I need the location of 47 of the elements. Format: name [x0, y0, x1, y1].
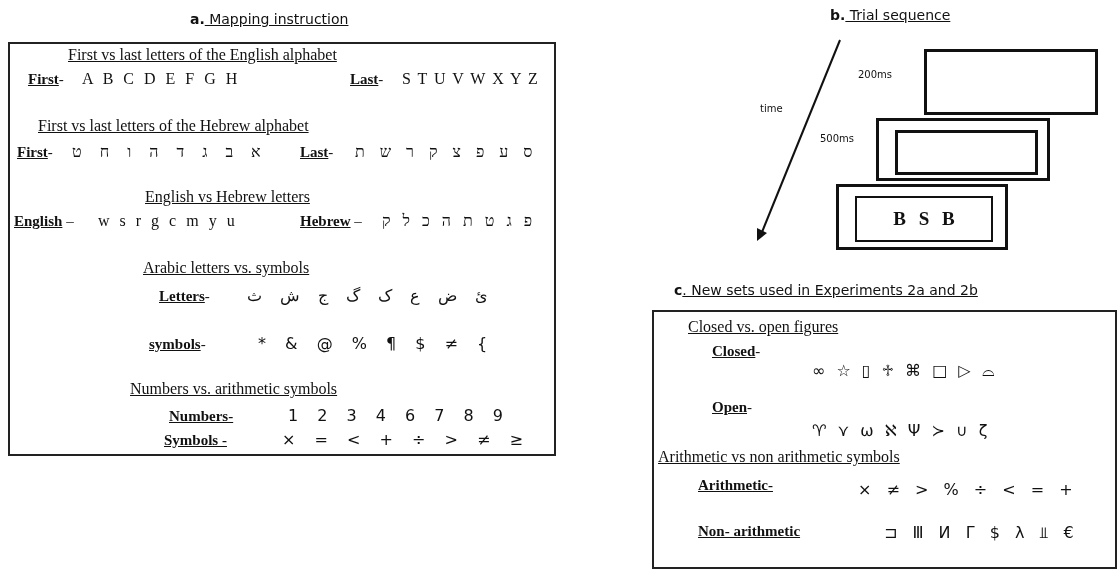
row-label: Letters-	[159, 287, 210, 305]
row-label: Open-	[712, 398, 752, 416]
blank-screen	[924, 49, 1098, 115]
row-label: Non- arithmetic	[698, 522, 801, 540]
symbol-row: ת ש ר ק צ פ ע ס	[355, 143, 533, 161]
section-title: Arithmetic vs non arithmetic symbols	[658, 448, 900, 466]
duration-label: 200ms	[858, 68, 893, 82]
symbol-row: × = < + ÷ > ≠ ≥	[282, 431, 523, 449]
symbol-row: w s r g c m y u	[98, 212, 235, 230]
symbol-row: ∞ ☆ ▯ ♱ ⌘ □ ▷ ⌓	[812, 362, 995, 380]
section-title: Numbers vs. arithmetic symbols	[130, 380, 338, 398]
symbol-row: ט ח ו ה ד ג ב א	[72, 143, 261, 161]
symbol-row: ث ش ج گ ک ع ض ئ	[247, 287, 488, 305]
symbol-row: × ≠ > % ÷ < = +	[858, 481, 1073, 499]
panel-heading: c. New sets used in Experiments 2a and 2b	[674, 281, 978, 299]
row-label: Symbols -	[164, 431, 227, 449]
section-title: First vs last letters of the Hebrew alphabet	[38, 117, 309, 135]
fixation-screen	[876, 118, 1050, 181]
stimulus-frame	[855, 196, 993, 242]
row-label: Arithmetic-	[698, 476, 773, 494]
symbol-row: A B C D E F G H	[82, 70, 238, 88]
symbol-row: ⊐ Ⅲ И Γ $ λ ⫫ €	[884, 524, 1074, 542]
stimulus-letters: B S B	[892, 210, 956, 228]
section-title: English vs Hebrew letters	[145, 188, 310, 206]
row-label: Last-	[300, 143, 334, 161]
row-label: English –	[14, 212, 74, 230]
row-label: First-	[28, 70, 64, 88]
symbol-row: ק ל כ ה ת ט ג פ	[382, 212, 533, 230]
section-title: Arabic letters vs. symbols	[143, 259, 310, 277]
row-label: symbols-	[149, 335, 206, 353]
duration-label: 500ms	[820, 132, 855, 146]
panel-heading: a. Mapping instruction	[190, 10, 349, 28]
row-label: Hebrew –	[300, 212, 362, 230]
panel-heading: b. Trial sequence	[830, 6, 951, 24]
section-title: First vs last letters of the English alphabet	[68, 46, 337, 64]
section-title: Closed vs. open figures	[688, 318, 839, 336]
symbol-row: ♈ ⋎ ⍵ ℵ Ψ ≻ ∪ ζ	[812, 422, 988, 440]
inner-frame	[895, 130, 1038, 175]
stimulus-screen	[836, 184, 1008, 250]
symbol-row: * & @ % ¶ $ ≠ {	[258, 335, 488, 353]
symbol-row: S T U V W X Y Z	[402, 70, 538, 88]
axis-label: time	[760, 102, 783, 116]
row-label: Closed-	[712, 342, 761, 360]
row-label: Last-	[350, 70, 384, 88]
symbol-row: 1 2 3 4 6 7 8 9	[288, 407, 504, 425]
row-label: Numbers-	[169, 407, 234, 425]
row-label: First-	[17, 143, 53, 161]
